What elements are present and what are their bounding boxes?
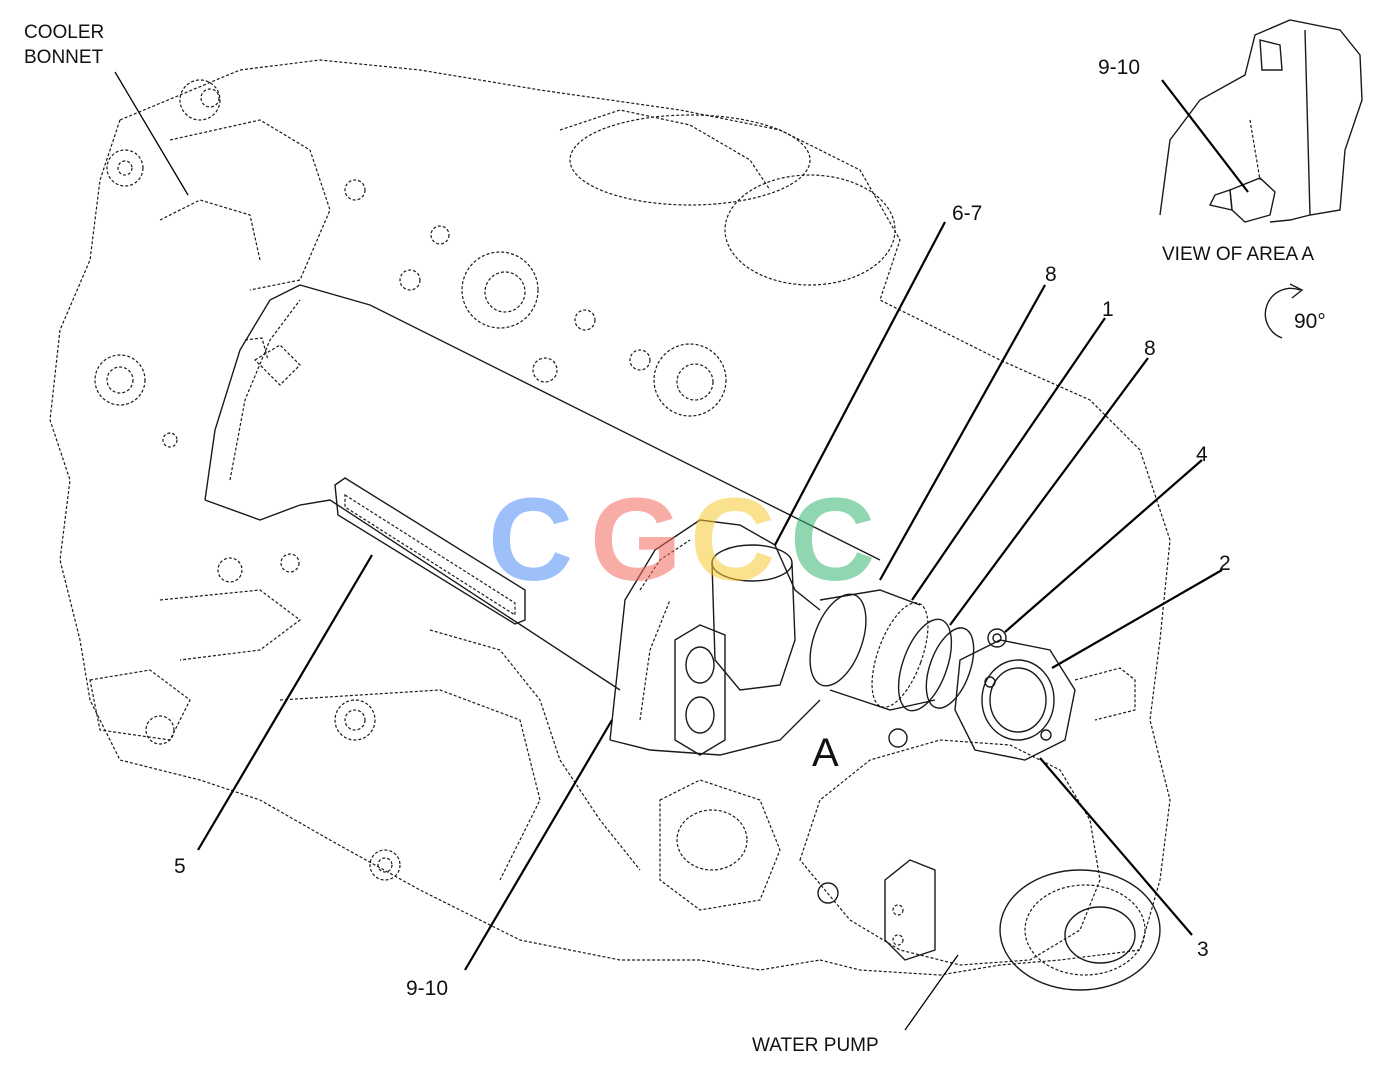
label-part-5: 5 bbox=[174, 855, 186, 878]
rotation-arrow-icon bbox=[1264, 287, 1301, 339]
leader-4 bbox=[1004, 459, 1203, 633]
label-part-3: 3 bbox=[1197, 938, 1209, 961]
leader-2 bbox=[1051, 569, 1223, 669]
watermark-letter-3: C bbox=[690, 474, 775, 606]
label-part-8-upper: 8 bbox=[1045, 263, 1057, 286]
leader-6-7 bbox=[774, 221, 946, 546]
watermark-letter-1: C bbox=[488, 474, 573, 606]
watermark: C G C C bbox=[488, 474, 875, 606]
water-pump-adapter bbox=[954, 628, 1136, 761]
label-part-2: 2 bbox=[1219, 552, 1231, 575]
label-cooler-bonnet-line1: COOLER bbox=[24, 22, 104, 43]
watermark-letter-4: C bbox=[790, 474, 875, 606]
label-part-8-lower: 8 bbox=[1144, 337, 1156, 360]
watermark-letter-2: G bbox=[590, 474, 682, 606]
leader-8-lower bbox=[949, 357, 1149, 626]
leader-9-10-inset bbox=[1161, 79, 1249, 193]
leader-1 bbox=[911, 317, 1106, 601]
water-pump bbox=[799, 739, 1161, 991]
oil-cooler-body bbox=[204, 284, 881, 691]
labels: COOLER BONNET 6-7 8 1 8 4 2 3 5 9-10 9-1… bbox=[24, 22, 1326, 1056]
label-view-of-area-a: VIEW OF AREA A bbox=[1162, 244, 1314, 265]
leader-8-upper bbox=[879, 284, 1046, 581]
leader-lines bbox=[114, 71, 1249, 1031]
label-part-9-10-inset: 9-10 bbox=[1098, 56, 1140, 79]
leader-3 bbox=[1039, 757, 1193, 936]
label-area-marker: A bbox=[812, 731, 839, 775]
leader-cooler-bonnet bbox=[114, 71, 189, 196]
engine-block-outline bbox=[49, 59, 1171, 976]
inset-view-area-a bbox=[1159, 19, 1363, 223]
leader-water-pump bbox=[904, 954, 959, 1031]
label-part-1: 1 bbox=[1102, 298, 1114, 321]
leader-5 bbox=[197, 554, 373, 851]
label-cooler-bonnet-line2: BONNET bbox=[24, 47, 104, 68]
rotation-arrow-head-icon bbox=[1289, 283, 1304, 299]
leader-9-10-main bbox=[464, 719, 613, 971]
label-part-6-7: 6-7 bbox=[952, 202, 982, 225]
hose-assembly bbox=[809, 589, 975, 748]
cooler-bonnet-elbow bbox=[609, 519, 821, 756]
label-part-9-10-main: 9-10 bbox=[406, 977, 448, 1000]
label-part-4: 4 bbox=[1196, 443, 1208, 466]
label-water-pump: WATER PUMP bbox=[752, 1035, 879, 1056]
label-rotation: 90° bbox=[1294, 310, 1326, 333]
